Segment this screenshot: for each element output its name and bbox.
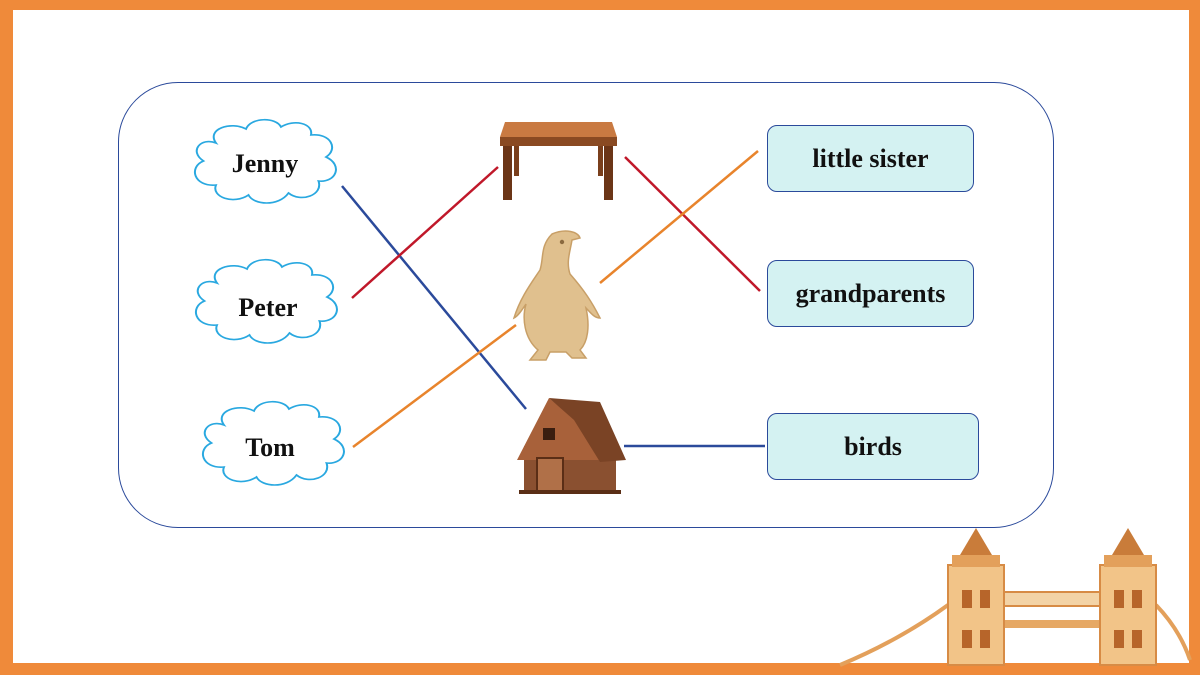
name-label-peter: Peter: [238, 293, 297, 322]
connection-line-tom-penguin: [352, 323, 517, 449]
table-icon: [500, 122, 617, 200]
penguin-icon: [512, 230, 602, 361]
target-label-birds: birds: [844, 431, 902, 461]
connection-line-jenny-house: [341, 185, 527, 410]
connection-line-penguin-little-sister: [599, 150, 759, 284]
name-label-tom: Tom: [245, 433, 295, 462]
matching-panel: [118, 82, 1054, 528]
target-box-little-sister: little sister: [767, 125, 974, 192]
wooden-house-icon: [517, 398, 626, 494]
target-box-grandparents: grandparents: [767, 260, 974, 327]
name-label-jenny: Jenny: [232, 149, 298, 178]
connection-line-table-grandparents: [624, 156, 761, 292]
connection-line-peter-table: [351, 166, 499, 299]
target-box-birds: birds: [767, 413, 979, 480]
target-label-little-sister: little sister: [812, 143, 929, 173]
tower-bridge-icon: [839, 528, 1192, 667]
slide-background: [13, 10, 1189, 663]
target-label-grandparents: grandparents: [795, 278, 946, 308]
